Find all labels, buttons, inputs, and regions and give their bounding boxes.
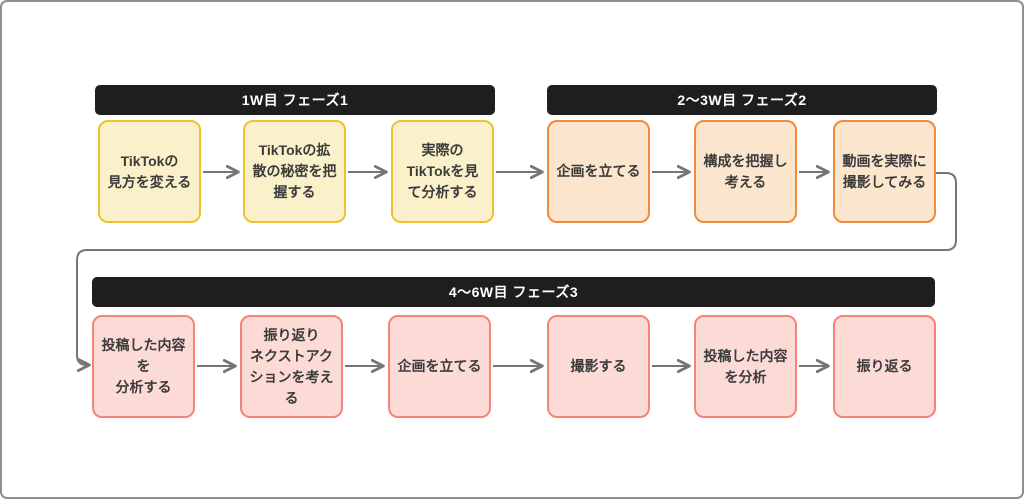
phase3-step-1: 投稿した内容 を 分析する xyxy=(92,315,195,418)
phase3-step-5: 投稿した内容 を分析 xyxy=(694,315,797,418)
phase3-step-6: 振り返る xyxy=(833,315,936,418)
phase3-step-4: 撮影する xyxy=(547,315,650,418)
phase2-step-3: 動画を実際に 撮影してみる xyxy=(833,120,936,223)
phase1-step-3: 実際の TikTokを見 て分析する xyxy=(391,120,494,223)
phase1-step-2: TikTokの拡 散の秘密を把 握する xyxy=(243,120,346,223)
wrap-connector-arrow-icon xyxy=(76,172,957,372)
phase2-header: 2〜3W目 フェーズ2 xyxy=(547,85,937,115)
phase3-step-2: 振り返り ネクストアク ションを考え る xyxy=(240,315,343,418)
phase2-step-2: 構成を把握し 考える xyxy=(694,120,797,223)
phase3-step-3: 企画を立てる xyxy=(388,315,491,418)
phase2-step-1: 企画を立てる xyxy=(547,120,650,223)
phase1-step-1: TikTokの 見方を変える xyxy=(98,120,201,223)
phase1-header: 1W目 フェーズ1 xyxy=(95,85,495,115)
phase3-header: 4〜6W目 フェーズ3 xyxy=(92,277,935,307)
